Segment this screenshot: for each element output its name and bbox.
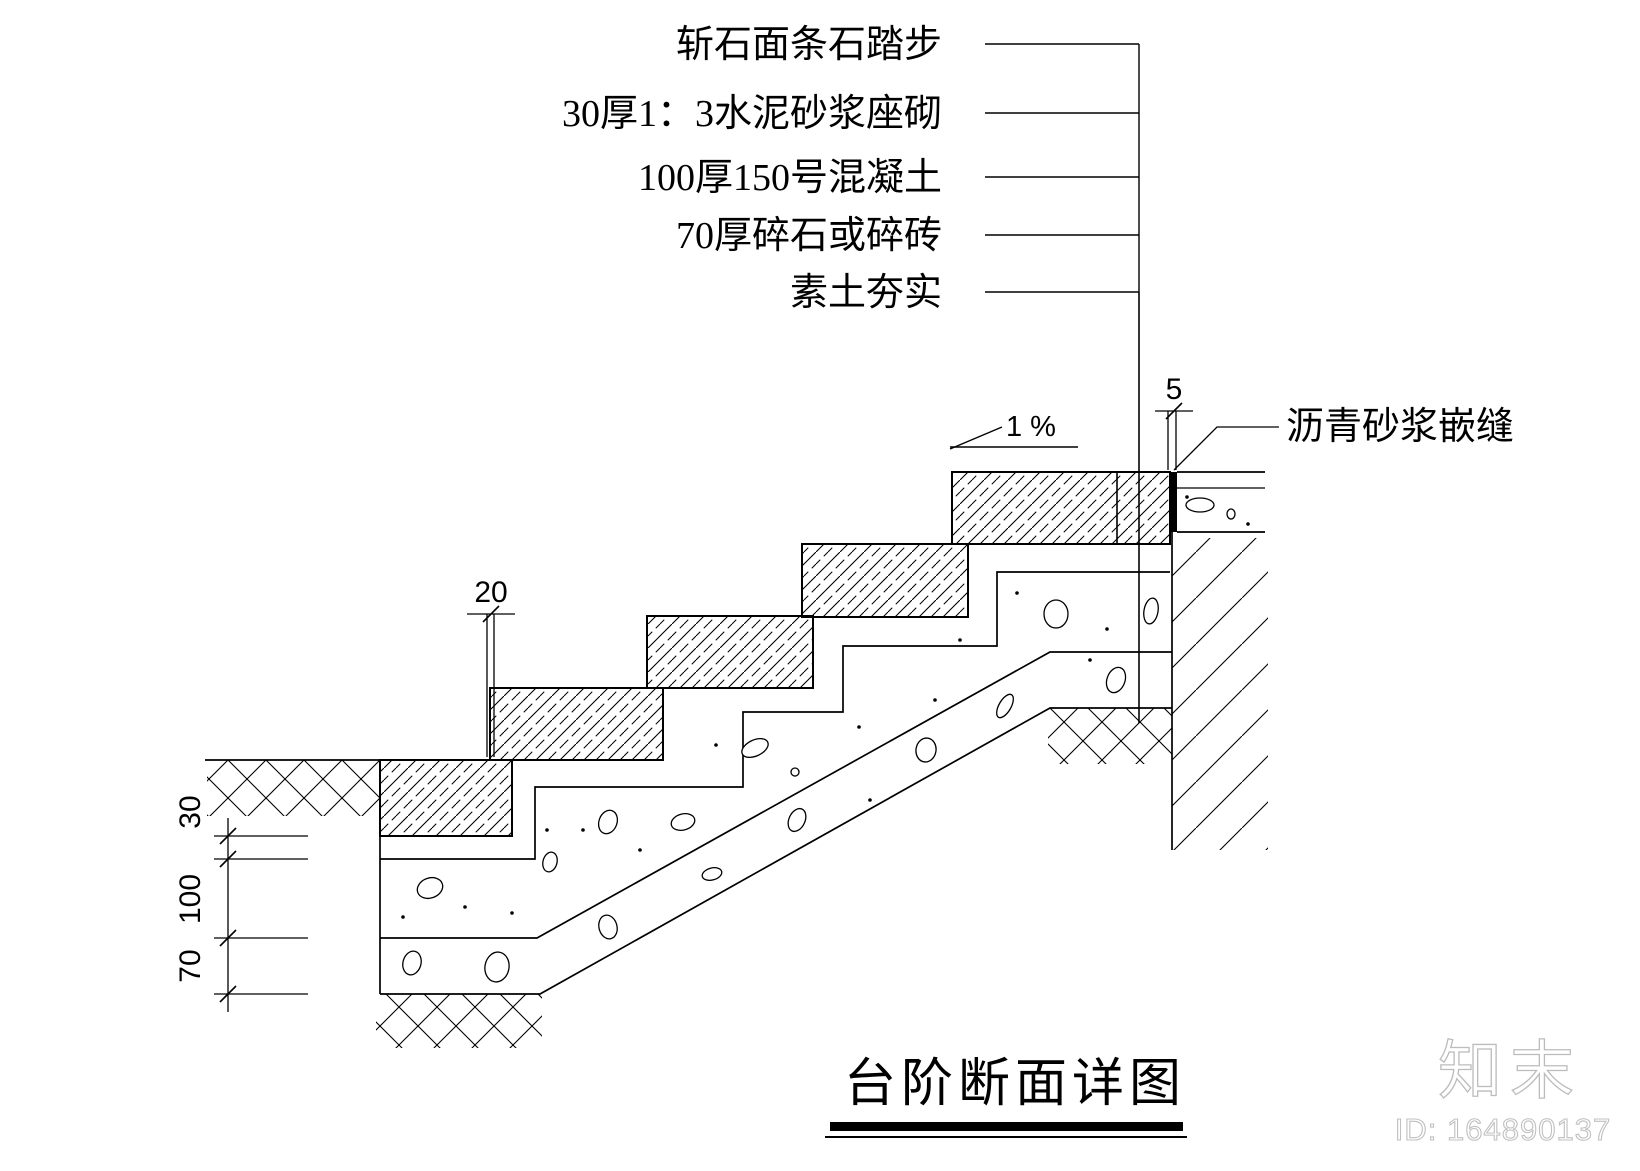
concrete-bottom-line [380, 651, 1172, 939]
slope-tick [949, 426, 1003, 450]
dim-5-label: 5 [1166, 373, 1183, 406]
pebble [402, 950, 422, 976]
rubble-bottom-line [380, 707, 1172, 995]
dim-100-label: 100 [174, 874, 207, 924]
joint-callout: 沥青砂浆嵌缝 [1173, 406, 1514, 471]
asphalt-joint-black [1170, 472, 1177, 532]
pebble [787, 807, 807, 833]
right-pavement [1177, 471, 1265, 533]
dim-tick [219, 827, 237, 845]
pebble [915, 737, 937, 763]
title-underline-thick [830, 1122, 1183, 1131]
soil-hatch-right-bank [1172, 538, 1268, 850]
dim-tick [219, 929, 237, 947]
callout-rubble: 70厚碎石或碎砖 [676, 215, 942, 257]
dim-30-label: 30 [174, 795, 207, 828]
pebble [996, 693, 1014, 719]
joint-callout-label: 沥青砂浆嵌缝 [1286, 406, 1514, 448]
tread-block-3 [646, 615, 814, 689]
dim-20-label: 20 [474, 576, 507, 609]
substructure-lines [205, 532, 1173, 995]
dim-tick [219, 850, 237, 868]
tread-block-4 [801, 543, 969, 618]
soil-hatch-bottom-left [376, 994, 542, 1048]
pebble [542, 851, 558, 873]
pebble [741, 737, 769, 759]
pebble [1185, 497, 1215, 513]
dim-20-tick [482, 605, 500, 623]
callout-concrete: 100厚150号混凝土 [638, 157, 942, 199]
pebble [484, 951, 510, 983]
pebble [701, 867, 723, 881]
pebble [670, 813, 696, 831]
dim-tread-20: 20 [467, 576, 515, 757]
tread-block-2 [489, 687, 664, 761]
slope-symbol: 1 % [949, 411, 1078, 450]
callout-tread-stone: 斩石面条石踏步 [676, 24, 942, 66]
soil-hatch-bottom-right [1048, 708, 1172, 764]
drawing-title-block: 台阶断面详图 [825, 1056, 1187, 1138]
pebble [598, 914, 618, 940]
slope-label: 1 % [1006, 411, 1056, 443]
callout-compacted-soil: 素土夯实 [790, 272, 942, 314]
pebble [1043, 599, 1069, 629]
tread-block-5-platform-edge [951, 471, 1171, 545]
tread-block-1 [379, 759, 513, 837]
pebble [416, 876, 444, 900]
dim-joint-5: 5 [1155, 373, 1193, 470]
pebble [597, 809, 619, 835]
pebble [790, 767, 800, 777]
soil-hatch-left-ground [207, 760, 380, 816]
watermark-logo: 知末 [1438, 1035, 1582, 1107]
joint-callout-leader [1173, 426, 1279, 471]
aggregate-pebbles [402, 497, 1236, 983]
aggregate-dots [401, 495, 1250, 919]
pebble [1105, 666, 1127, 694]
dim-70-label: 70 [174, 949, 207, 982]
bed-bottom-stepped-line [380, 571, 1170, 860]
drawing-title: 台阶断面详图 [844, 1056, 1186, 1113]
dim-tick [219, 985, 237, 1003]
dim-5-tick [1165, 402, 1183, 420]
watermark-id: ID: 164890137 [1395, 1112, 1611, 1147]
pebble [1143, 597, 1159, 625]
callout-mortar-bed: 30厚1：3水泥砂浆座砌 [562, 93, 942, 135]
layer-dimensions: 30 100 70 [174, 795, 308, 1012]
pebble [1226, 508, 1236, 520]
watermark: 知末 ID: 164890137 [1394, 1034, 1611, 1147]
material-callouts: 斩石面条石踏步 30厚1：3水泥砂浆座砌 100厚150号混凝土 70厚碎石或碎… [562, 24, 942, 314]
stair-tread-blocks [379, 471, 1171, 837]
